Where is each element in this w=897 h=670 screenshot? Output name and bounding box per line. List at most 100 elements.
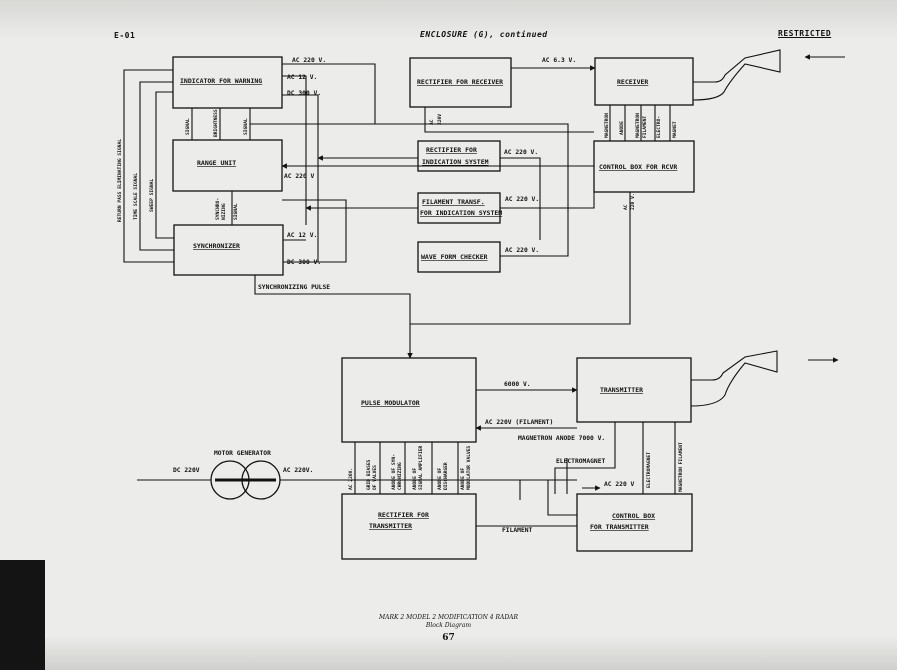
label-pm-anode-1: ANODE OF SYN- [391,454,397,490]
wire-rect-recv [424,107,594,133]
label-return-pass: RETURN PASS ELIMINATING SIGNAL [117,139,123,222]
filament-transformer-title-1: FILAMENT TRANSF. [422,198,485,206]
rectifier-receiver-title: RECTIFIER FOR RECEIVER [417,78,503,86]
label-pm-anode-6: DISCHARGER [443,462,449,490]
scan-shadow-bottom [0,635,897,670]
label-magnetron-anode: MAGNETRON ANODE 7000 V. [518,435,605,442]
transmit-antenna-icon [690,350,778,407]
rectifier-indication-title-1: RECTIFIER FOR [426,146,477,154]
label-ac-rect-recv: AC [429,119,435,125]
label-ac63: AC 6.3 V. [542,57,576,64]
label-ac220-mg: AC 220V. [283,467,313,474]
wire-ctrl-feed [547,480,577,516]
rectifier-indication-block [417,140,501,172]
label-dc220: DC 220V [173,467,200,474]
header-restricted: RESTRICTED [778,29,832,38]
label-220v-ctrl: 220 V. [630,193,636,210]
synchronizer-title: SYNCHRONIZER [193,242,240,250]
label-rcvr-magnetron2: MAGNETRON [635,113,641,138]
label-brightness: BRIGHTNESS [213,109,219,137]
label-pm-grid-1: GRID BIASES [366,459,372,490]
scan-shadow-corner [0,560,45,670]
wave-form-checker-title: WAVE FORM CHECKER [421,253,488,261]
wire-ac220-wave [500,150,569,257]
label-dc300-sync: DC 300 V. [287,259,321,266]
label-dc300-indicator: DC 300 V. [287,90,321,97]
label-ac220-ctrlbox-tx: AC 220 V [604,481,635,488]
label-pm-ac220: AC 220V. [348,468,354,490]
wire-sync-pulse [254,275,413,359]
rectifier-indication-title-2: INDICATION SYSTEM [422,158,489,166]
pulse-modulator-title: PULSE MODULATOR [361,399,420,407]
label-ac220-indicator: AC 220 V. [292,57,326,64]
receiver-title: RECEIVER [617,78,648,86]
label-220v-rect-recv: 220V [437,114,443,125]
control-box-tx-title-1: CONTROL BOX [612,512,655,520]
label-rcvr-electro: ELECTRO- [656,116,662,138]
label-filament: FILAMENT [502,527,533,534]
label-electromagnet: ELECTROMAGNET [556,458,605,465]
label-sync-signal-2: NIZING [221,203,227,220]
lower-wiring [137,387,676,527]
page-number: 67 [442,633,455,643]
control-box-rcvr-title: CONTROL BOX FOR RCVR [599,163,677,171]
control-box-tx-title-2: FOR TRANSMITTER [590,523,649,531]
scan-shadow-top [0,0,897,40]
label-tx-magnetron-fil: MAGNETRON FILAMENT [678,442,684,492]
label-ac220-range: AC 220 V [284,173,315,180]
rectifier-receiver-block [409,57,512,108]
caption-subtitle: Block Diagram [425,622,472,629]
range-unit-title: RANGE UNIT [197,159,236,167]
label-tx-electromagnet: ELECTROMAGNET [646,452,652,488]
wire-ac220-rect-ind [500,157,541,240]
label-pm-anode-8: MODULATOR VALVES [466,446,472,490]
label-sweep: SWEEP SIGNAL [149,179,155,212]
header-page-code: E-01 [114,31,136,40]
rectifier-transmitter-title-2: TRANSMITTER [369,522,412,530]
wire-dc300-sync [282,199,347,263]
label-6000v: 6000 V. [504,381,531,388]
header-enclosure: ENCLOSURE (G), continued [420,30,548,39]
label-sync-signal-3: SIGNAL [233,203,239,220]
label-ac220-fil: AC 220 V. [505,196,539,203]
label-signal-1: SIGNAL [185,118,191,135]
motor-generator-title: MOTOR GENERATOR [214,450,271,457]
wire-dc300 [282,94,319,128]
label-pm-anode-5: ANODE OF [437,468,443,490]
upper-wiring [123,63,671,359]
receive-antenna-icon [692,49,781,101]
label-pm-grid-2: OF VALVES [372,465,378,490]
label-ac12-indicator: AC 12 V. [287,74,317,81]
wire-ctrl-220 [410,192,631,325]
motor-generator [210,460,281,500]
label-pm-anode-4: SIGNAL AMPLIFIER [418,446,424,490]
synchronizer-block [173,224,284,276]
label-pm-anode-2: CHRONIZING [397,462,403,490]
wire-time-scale [139,81,174,251]
label-time-scale: TIME SCALE SIGNAL [133,173,139,220]
label-rcvr-anode: ANODE [619,121,625,135]
wire-ac12 [282,75,307,225]
label-ac220-rect-ind: AC 220 V. [504,149,538,156]
filament-transformer-title-2: FOR INDICATION SYSTEM [420,209,502,217]
label-rcvr-filament: FILAMENT [642,116,648,138]
transmitter-title: TRANSMITTER [600,386,643,394]
label-ac220-wave: AC 220 V. [505,247,539,254]
wave-form-checker-block [417,241,501,273]
wire-sweep [155,91,174,239]
label-rcvr-magnetron: MAGNETRON [604,113,610,138]
label-ac12-sync: AC 12 V. [287,232,317,239]
caption-title: MARK 2 MODEL 2 MODIFICATION 4 RADAR [378,614,519,621]
label-ac220-filament: AC 220V (FILAMENT) [485,419,553,426]
label-sync-pulse: SYNCHRONIZING PULSE [258,284,330,291]
wire-magnetron-anode [554,422,616,494]
wire-ac220-fil [500,192,595,209]
label-rcvr-magnet: MAGNET [672,121,678,138]
control-box-transmitter-block [576,493,693,552]
indicator-title: INDICATOR FOR WARNING [180,77,262,85]
wire-return-pass [123,69,174,263]
label-pm-anode-7: ANODE OF [460,468,466,490]
label-sync-signal-1: SYNCHRO- [215,198,221,220]
